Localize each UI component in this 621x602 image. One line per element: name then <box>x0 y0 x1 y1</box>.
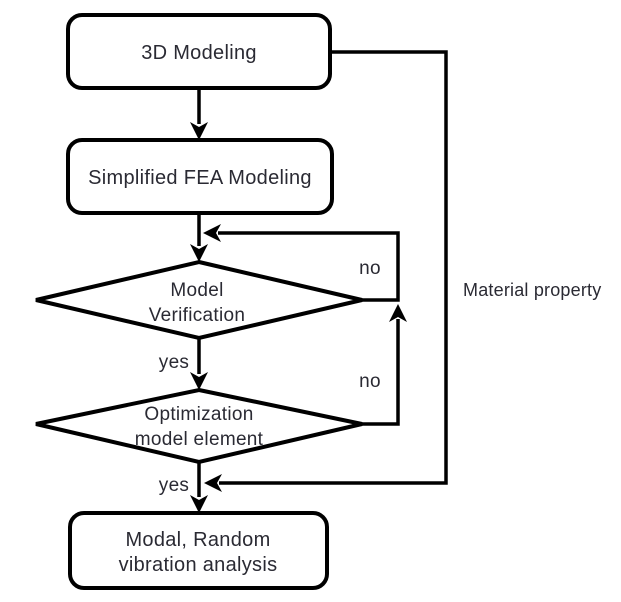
edge-label-optimization-no: no <box>359 371 381 392</box>
node-fea-modeling-box <box>66 138 334 215</box>
node-model-verification-diamond <box>35 259 363 341</box>
node-optimization-label-line2: model element <box>135 429 264 450</box>
node-vibration-analysis-label-line2: vibration analysis <box>119 554 278 576</box>
node-optimization-label-line1: Optimization <box>144 404 253 425</box>
edge-label-material-property: Material property <box>463 280 601 300</box>
node-3d-modeling-label: 3D Modeling <box>141 42 257 64</box>
arrowhead-into-optimization <box>190 372 208 390</box>
arrowhead-into-analysis <box>190 495 208 513</box>
arrowhead-into-verification <box>190 244 208 262</box>
node-optimization-diamond <box>35 387 363 465</box>
arrowhead-verification-no-return <box>203 224 221 242</box>
arrowhead-into-fea <box>190 122 208 140</box>
node-model-verification-label-line2: Verification <box>149 305 246 326</box>
node-vibration-analysis-box <box>68 511 329 590</box>
node-3d-modeling-box <box>66 13 332 90</box>
edge-label-optimization-yes: yes <box>159 475 189 496</box>
edge-optimization-no-loop <box>360 319 400 426</box>
edge-verification-no-loop <box>218 231 400 302</box>
node-fea-modeling-label: Simplified FEA Modeling <box>88 167 312 189</box>
edge-material-property <box>219 50 448 485</box>
edge-label-verification-yes: yes <box>159 352 189 373</box>
edge-label-verification-no: no <box>359 258 381 279</box>
arrowhead-optimization-no-merge <box>389 304 407 322</box>
arrowhead-material-property <box>204 474 222 492</box>
node-vibration-analysis-label-line1: Modal, Random <box>125 529 270 551</box>
node-model-verification-label-line1: Model <box>170 280 223 301</box>
